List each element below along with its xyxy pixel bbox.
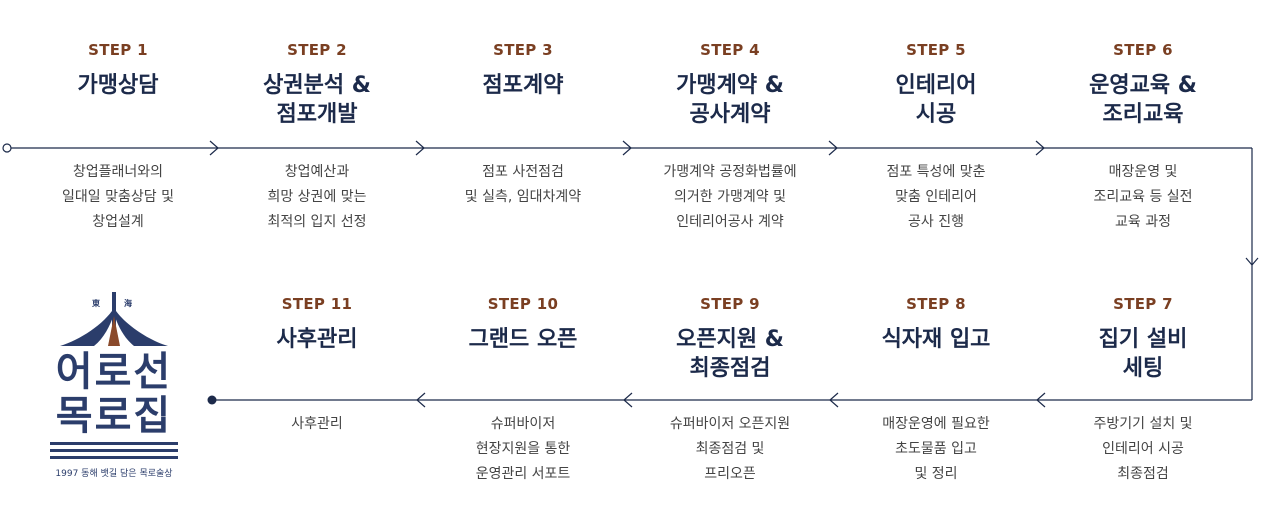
- step-3: STEP 3 점포계약: [420, 41, 626, 100]
- logo-line-1: 어로선: [55, 349, 173, 395]
- start-node: [2, 143, 12, 153]
- chevron-left-icon: [1036, 392, 1046, 408]
- step-label: STEP 8: [906, 295, 966, 313]
- boat-roof-icon: [60, 292, 168, 346]
- step-description: 매장운영에 필요한 초도물품 입고 및 정리: [882, 416, 990, 482]
- logo-hanja-right: 海: [124, 299, 132, 308]
- chevron-left-icon: [829, 392, 839, 408]
- step-label: STEP 1: [88, 41, 148, 59]
- step-title: 그랜드 오픈: [468, 327, 578, 352]
- down-arrow-icon: [1245, 257, 1259, 266]
- step-title: 인테리어 시공: [895, 73, 977, 127]
- step-4: STEP 4 가맹계약 & 공사계약: [627, 41, 833, 129]
- step-label: STEP 6: [1113, 41, 1173, 59]
- step-title: 운영교육 & 조리교육: [1089, 73, 1197, 127]
- logo-tagline: 1997 동해 뱃길 담은 목로술상: [55, 469, 173, 479]
- logo-line-2: 목로집: [55, 393, 173, 439]
- step-title: 오픈지원 & 최종점검: [676, 327, 784, 381]
- step-description: 매장운영 및 조리교육 등 실전 교육 과정: [1093, 164, 1193, 230]
- step-description: 가맹계약 공정화법률에 의거한 가맹계약 및 인테리어공사 계약: [663, 164, 797, 230]
- step-title: 식자재 입고: [881, 327, 991, 352]
- end-node: [207, 395, 217, 405]
- step-8: STEP 8 식자재 입고: [833, 295, 1039, 354]
- step-label: STEP 11: [281, 295, 353, 313]
- step-1: STEP 1 가맹상담: [15, 41, 221, 100]
- step-description: 슈퍼바이저 현장지원을 통한 운영관리 서포트: [475, 416, 571, 482]
- chevron-right-icon: [622, 140, 632, 156]
- logo-hanja-left: 東: [92, 299, 100, 308]
- step-label: STEP 4: [700, 41, 760, 59]
- step-label: STEP 7: [1113, 295, 1173, 313]
- step-description: 점포 특성에 맞춘 맞춤 인테리어 공사 진행: [886, 164, 986, 230]
- step-label: STEP 9: [700, 295, 760, 313]
- step-label: STEP 5: [906, 41, 966, 59]
- chevron-right-icon: [828, 140, 838, 156]
- step-description: 사후관리: [291, 416, 343, 432]
- chevron-right-icon: [1035, 140, 1045, 156]
- logo-wave-lines: [50, 442, 178, 459]
- step-2: STEP 2 상권분석 & 점포개발: [214, 41, 420, 129]
- step-label: STEP 3: [493, 41, 553, 59]
- chevron-left-icon: [623, 392, 633, 408]
- step-title: 점포계약: [482, 73, 564, 98]
- step-6: STEP 6 운영교육 & 조리교육: [1040, 41, 1246, 129]
- step-10: STEP 10 그랜드 오픈: [420, 295, 626, 354]
- chevron-right-icon: [209, 140, 219, 156]
- step-description: 창업플래너와의 일대일 맞춤상담 및 창업설계: [62, 164, 174, 230]
- brand-logo: 東 海 어로선 목로집 1997 동해 뱃길 담은 목로술상: [50, 290, 178, 490]
- step-title: 상권분석 & 점포개발: [263, 73, 371, 127]
- step-title: 가맹상담: [77, 73, 159, 98]
- step-label: STEP 10: [487, 295, 559, 313]
- step-description: 주방기기 설치 및 인테리어 시공 최종점검: [1093, 416, 1193, 482]
- step-description: 창업예산과 희망 상권에 맞는 최적의 입지 선정: [267, 164, 367, 230]
- step-7: STEP 7 집기 설비 세팅: [1040, 295, 1246, 383]
- step-label: STEP 2: [287, 41, 347, 59]
- step-11: STEP 11 사후관리: [214, 295, 420, 354]
- step-9: STEP 9 오픈지원 & 최종점검: [627, 295, 833, 383]
- step-description: 점포 사전점검 및 실측, 임대차계약: [464, 164, 582, 205]
- step-description: 슈퍼바이저 오픈지원 최종점검 및 프리오픈: [669, 416, 791, 482]
- step-title: 가맹계약 & 공사계약: [676, 73, 784, 127]
- chevron-right-icon: [415, 140, 425, 156]
- step-title: 사후관리: [276, 327, 358, 352]
- step-title: 집기 설비 세팅: [1098, 327, 1188, 381]
- chevron-left-icon: [416, 392, 426, 408]
- step-5: STEP 5 인테리어 시공: [833, 41, 1039, 129]
